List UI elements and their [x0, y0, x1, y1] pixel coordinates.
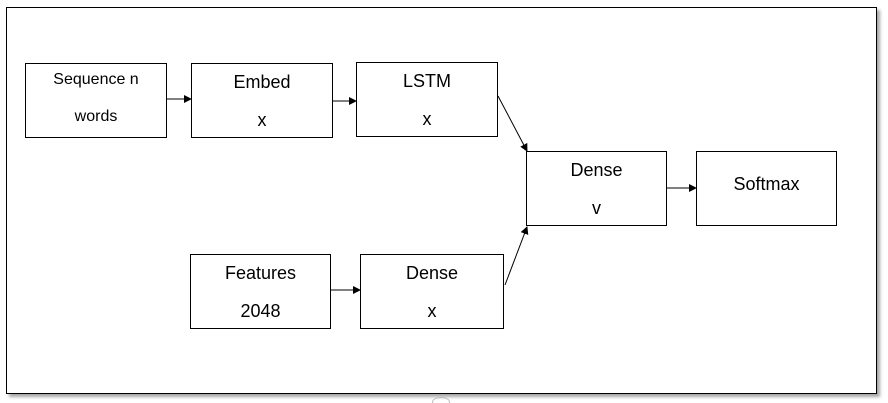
node-sequence-sublabel: words — [74, 108, 118, 125]
node-features: Features 2048 — [190, 254, 331, 329]
edge-lstm-to-dense — [497, 95, 528, 152]
node-dense-features: Dense x — [360, 254, 504, 329]
node-embed: Embed x — [191, 63, 333, 138]
node-embed-sublabel: x — [257, 110, 267, 130]
node-softmax: Softmax — [696, 151, 837, 226]
node-sequence-words: Sequence n words — [25, 63, 167, 138]
node-dense-merge-label: Dense — [570, 160, 623, 180]
node-sequence-label: Sequence n — [53, 71, 139, 88]
node-features-label: Features — [224, 263, 297, 283]
node-lstm-label: LSTM — [402, 71, 451, 91]
anchor-circle-icon — [432, 397, 450, 403]
node-dense-features-label: Dense — [405, 263, 459, 283]
node-lstm-sublabel: x — [422, 109, 432, 129]
node-features-sublabel: 2048 — [240, 301, 281, 321]
node-embed-label: Embed — [233, 72, 291, 92]
node-softmax-label: Softmax — [733, 174, 800, 194]
node-dense-merge: Dense v — [526, 151, 667, 226]
node-dense-merge-sublabel: v — [592, 198, 601, 218]
node-lstm: LSTM x — [356, 62, 498, 137]
edge-densefeat-to-dense — [504, 226, 529, 286]
node-dense-features-sublabel: x — [427, 301, 437, 321]
